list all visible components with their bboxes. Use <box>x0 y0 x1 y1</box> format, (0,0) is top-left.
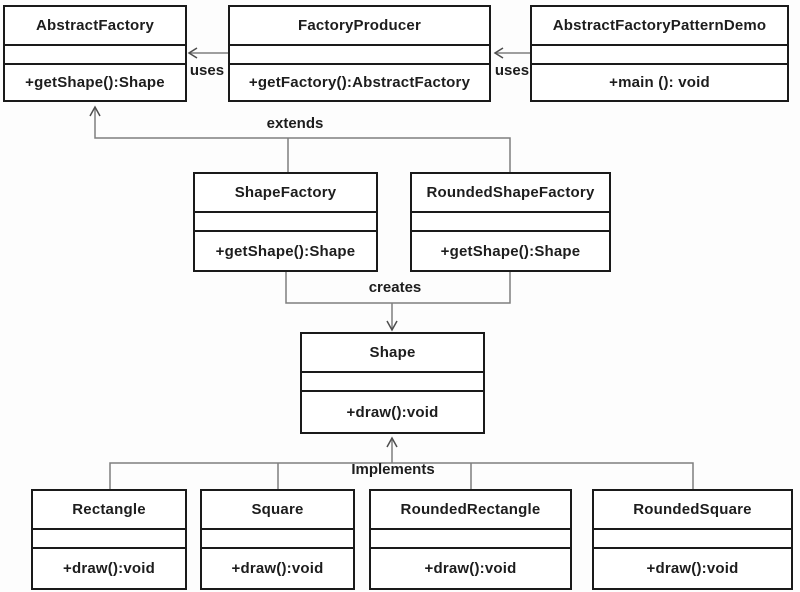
class-abstract-factory-attributes <box>5 44 185 63</box>
class-abstract-factory-name: AbstractFactory <box>35 17 155 34</box>
class-abstract-factory-pattern-demo-method: +main (): void <box>532 63 787 100</box>
class-shape-method: +draw():void <box>302 390 483 432</box>
class-rectangle-method: +draw():void <box>33 547 185 588</box>
class-shape-attributes <box>302 371 483 390</box>
class-rounded-square-attributes <box>594 528 791 547</box>
class-abstract-factory: AbstractFactory +getShape():Shape <box>3 5 187 102</box>
class-rounded-square-name: RoundedSquare <box>633 501 752 518</box>
class-shape-factory-attributes <box>195 211 376 230</box>
extends-arrowhead <box>89 105 101 117</box>
creates-label: creates <box>368 279 422 296</box>
class-rounded-shape-factory-name: RoundedShapeFactory <box>426 184 595 201</box>
class-square-attributes <box>202 528 353 547</box>
class-square: Square +draw():void <box>200 489 355 590</box>
class-abstract-factory-pattern-demo-attributes <box>532 44 787 63</box>
class-abstract-factory-pattern-demo: AbstractFactoryPatternDemo +main (): voi… <box>530 5 789 102</box>
class-factory-producer: FactoryProducer +getFactory():AbstractFa… <box>228 5 491 102</box>
class-shape-factory: ShapeFactory +getShape():Shape <box>193 172 378 272</box>
class-rounded-rectangle-name: RoundedRectangle <box>400 501 541 518</box>
uses-arrowhead-right <box>493 47 504 59</box>
implements-label: Implements <box>351 461 435 478</box>
class-shape-name: Shape <box>369 344 416 361</box>
class-rounded-square: RoundedSquare +draw():void <box>592 489 793 590</box>
class-shape: Shape +draw():void <box>300 332 485 434</box>
creates-arrowhead <box>386 320 398 332</box>
class-factory-producer-attributes <box>230 44 489 63</box>
class-square-name: Square <box>251 501 304 518</box>
class-abstract-factory-method: +getShape():Shape <box>5 63 185 100</box>
class-rounded-rectangle-method: +draw():void <box>371 547 570 588</box>
class-rounded-rectangle: RoundedRectangle +draw():void <box>369 489 572 590</box>
class-shape-factory-name: ShapeFactory <box>234 184 337 201</box>
class-shape-factory-method: +getShape():Shape <box>195 230 376 270</box>
class-square-method: +draw():void <box>202 547 353 588</box>
class-rounded-shape-factory-method: +getShape():Shape <box>412 230 609 270</box>
class-rectangle: Rectangle +draw():void <box>31 489 187 590</box>
class-rounded-shape-factory: RoundedShapeFactory +getShape():Shape <box>410 172 611 272</box>
class-rounded-rectangle-attributes <box>371 528 570 547</box>
class-rounded-square-method: +draw():void <box>594 547 791 588</box>
implements-arrowhead <box>386 436 398 448</box>
uses-label-left: uses <box>189 62 225 79</box>
uses-label-right: uses <box>494 62 530 79</box>
extends-label: extends <box>266 115 324 132</box>
class-rectangle-attributes <box>33 528 185 547</box>
class-factory-producer-name: FactoryProducer <box>297 17 422 34</box>
uses-arrowhead-left <box>187 47 198 59</box>
class-rectangle-name: Rectangle <box>72 501 146 518</box>
class-abstract-factory-pattern-demo-name: AbstractFactoryPatternDemo <box>552 17 767 34</box>
class-factory-producer-method: +getFactory():AbstractFactory <box>230 63 489 100</box>
class-rounded-shape-factory-attributes <box>412 211 609 230</box>
